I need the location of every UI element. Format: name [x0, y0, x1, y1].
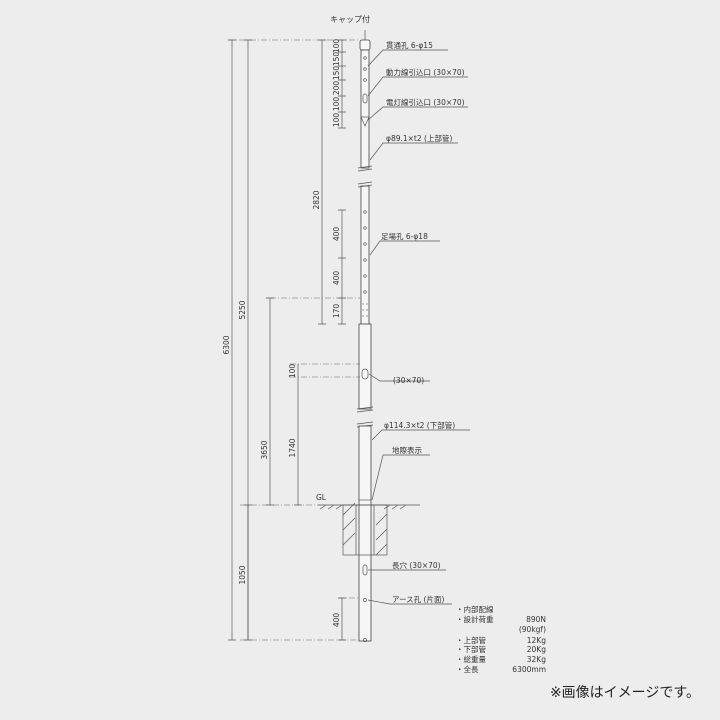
power-inlet-slot — [362, 93, 368, 104]
break-mark — [357, 165, 373, 172]
dim-2820: 2820 — [312, 190, 321, 209]
lower-pipe — [356, 323, 374, 642]
gl-label: GL — [316, 493, 327, 502]
power-inlet-label: 動力線引込口 (30×70) — [386, 67, 465, 77]
foundation — [318, 499, 420, 556]
light-inlet-label: 電灯線引込口 (30×70) — [386, 97, 465, 107]
base-hole — [363, 638, 367, 642]
step-holes — [363, 210, 367, 294]
spec-label: ・下部管 — [456, 644, 486, 654]
cap-label: キャップ付 — [330, 14, 370, 24]
dimension-lines — [228, 39, 360, 641]
dim-100a: 100 — [332, 39, 341, 54]
step-hole-label: 足場孔 6-φ18 — [381, 231, 428, 241]
spec-label: ・内部配線 — [456, 604, 494, 614]
spec-label: ・設計荷重 — [456, 614, 494, 624]
spec-label: ・全長 — [456, 664, 479, 674]
dim-100b: 100 — [332, 97, 341, 112]
mid-slot — [361, 368, 369, 380]
upper-pipe-bottom — [360, 185, 370, 327]
break-mark — [357, 181, 373, 188]
dim-200: 200 — [332, 81, 341, 96]
spec-label: ・総重量 — [456, 654, 486, 664]
upper-pipe-top — [360, 49, 370, 169]
through-hole-label: 貫通孔 6-φ15 — [386, 40, 433, 50]
long-hole-slot — [362, 564, 368, 576]
dim-150b: 150 — [332, 66, 341, 81]
dim-400b: 400 — [332, 271, 341, 286]
lower-pipe-bottom — [358, 425, 372, 642]
dim-400a: 400 — [332, 227, 341, 242]
dim-150a: 150 — [332, 52, 341, 67]
light-inlet-slot — [360, 116, 370, 127]
ground-mark-label: 地際表示 — [392, 445, 422, 455]
spec-value: (90kgf) — [519, 625, 546, 634]
foundation-hatch — [342, 502, 388, 556]
dim-3650: 3650 — [260, 440, 269, 459]
dim-170: 170 — [332, 304, 341, 319]
earth-hole-label: アース孔 (片面) — [392, 594, 444, 604]
through-holes — [363, 56, 367, 82]
upper-pipe — [357, 39, 373, 327]
image-note: ※画像はイメージです。 — [550, 685, 700, 701]
dim-400c: 400 — [332, 613, 341, 628]
lower-pipe-label: φ114.3×t2 (下部管) — [384, 420, 455, 430]
earth-hole — [363, 598, 367, 602]
spec-value: 890N — [526, 615, 546, 624]
dim-6300: 6300 — [222, 335, 231, 354]
spec-list: ・内部配線・設計荷重 890N(90kgf) ・上部管 12Kg ・下部管 20Kg ・総重… — [456, 604, 546, 674]
cap — [359, 39, 371, 51]
mid-slot-label: (30×70) — [393, 376, 424, 385]
dim-1050: 1050 — [238, 565, 247, 584]
dim-5250: 5250 — [238, 300, 247, 319]
spec-value: 20Kg — [527, 645, 546, 654]
dim-100d: 100 — [288, 364, 297, 379]
dimension-texts: 100 150 150 200 100 100 2820 400 400 170… — [222, 39, 341, 628]
break-mark — [356, 406, 374, 413]
spec-label: ・上部管 — [456, 635, 486, 645]
spec-value: 12Kg — [527, 636, 546, 645]
long-hole-label: 長穴 (30×70) — [392, 560, 441, 570]
spec-value: 32Kg — [527, 655, 546, 664]
joint-dots — [362, 303, 368, 317]
leader-lines — [364, 30, 470, 605]
spec-value: 6300mm — [512, 665, 546, 674]
dim-1740: 1740 — [288, 438, 297, 457]
lower-pipe-top — [358, 323, 372, 410]
dim-100c: 100 — [332, 113, 341, 128]
upper-pipe-label: φ89.1×t2 (上部管) — [386, 133, 452, 143]
